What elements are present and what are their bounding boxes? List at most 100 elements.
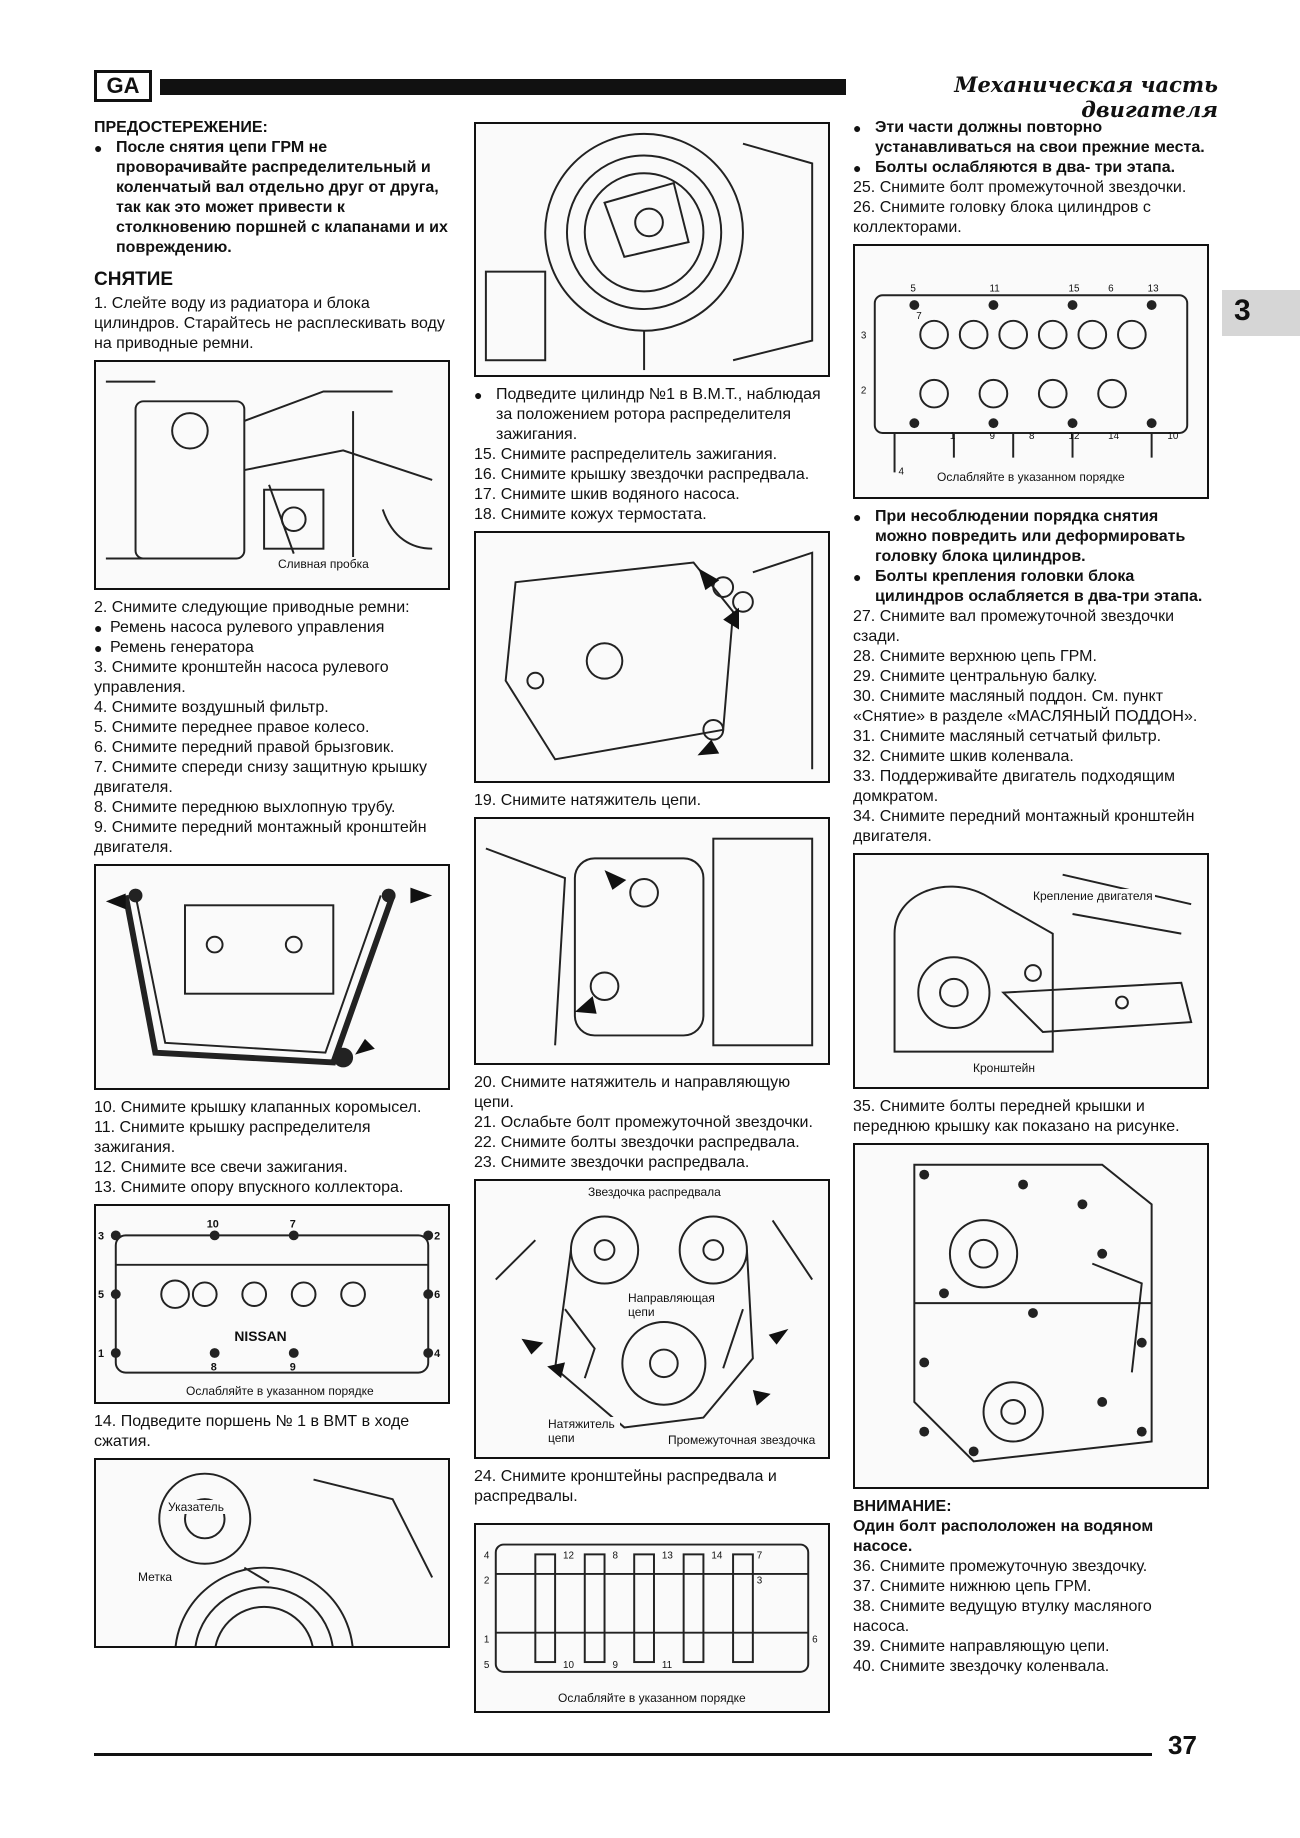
bolt-number: 10 bbox=[563, 1660, 575, 1671]
column-1: ПРЕДОСТЕРЕЖЕНИЕ: ●После снятия цепи ГРМ … bbox=[94, 118, 450, 1656]
column-3: ● Эти части должны повторно устанавливать… bbox=[853, 118, 1209, 1677]
bolt-number: 8 bbox=[612, 1550, 618, 1561]
bolt-number: 1 bbox=[950, 431, 955, 442]
bolt-number: 14 bbox=[1108, 431, 1120, 442]
figure-camshaft-sprockets: Звездочка распредвала Направляющая цепи … bbox=[474, 1179, 830, 1459]
figure-label: Кронштейн bbox=[971, 1061, 1037, 1075]
step-16: 16. Снимите крышку звездочки распредвала… bbox=[474, 466, 810, 483]
step-25: 25. Снимите болт промежуточной звездочки… bbox=[853, 179, 1187, 196]
step-27: 27. Снимите вал промежуточной звездочки … bbox=[853, 608, 1174, 645]
figure-front-cover bbox=[853, 1143, 1209, 1489]
bolt-number: 3 bbox=[98, 1230, 104, 1242]
bolt-number: 1 bbox=[484, 1635, 489, 1646]
figure-drawing: 4 2 1 5 12 8 13 14 10 9 11 7 3 6 bbox=[484, 1543, 818, 1673]
step-9: 9. Снимите передний монтажный кронштейн … bbox=[94, 819, 427, 856]
bolt-number: 2 bbox=[484, 1576, 489, 1587]
column-2: ● Подведите цилиндр №1 в В.М.Т., наблюдая… bbox=[474, 118, 830, 1721]
bolt-number: 6 bbox=[1108, 283, 1114, 294]
figure-label: Крепление двигателя bbox=[1031, 889, 1155, 903]
bolt-number: 6 bbox=[812, 1635, 818, 1646]
bullet-dot: ● bbox=[853, 509, 862, 525]
step-15: 15. Снимите распределитель зажигания. bbox=[474, 446, 778, 463]
step-22: 22. Снимите болты звездочки распредвала. bbox=[474, 1134, 800, 1151]
bolt-number: 13 bbox=[662, 1550, 674, 1561]
figure-drawing bbox=[913, 1163, 1153, 1463]
bullet-text: Подведите цилиндр №1 в В.М.Т., наблюдая … bbox=[496, 386, 821, 443]
step-8: 8. Снимите переднюю выхлопную трубу. bbox=[94, 799, 396, 816]
bullet-dot: ● bbox=[94, 640, 103, 656]
figure-drawing bbox=[105, 887, 433, 1068]
bolt-number: 9 bbox=[989, 431, 995, 442]
step-32: 32. Снимите шкив коленвала. bbox=[853, 748, 1074, 765]
step-14: 14. Подведите поршень № 1 в ВМТ в ходе с… bbox=[94, 1413, 410, 1450]
bolt-number: 4 bbox=[434, 1348, 440, 1360]
section-title: СНЯТИЕ bbox=[94, 269, 174, 290]
bullet-dot: ● bbox=[94, 140, 103, 156]
chapter-number: 3 bbox=[1234, 294, 1251, 327]
step-12: 12. Снимите все свечи зажигания. bbox=[94, 1159, 348, 1176]
step-2-bullet: ●Ремень генератора bbox=[94, 638, 450, 658]
figure-drawing bbox=[495, 1215, 814, 1429]
bolt-number: 12 bbox=[563, 1550, 574, 1561]
step-30: 30. Снимите масляный поддон. См. пункт «… bbox=[853, 688, 1198, 725]
step-31: 31. Снимите масляный сетчатый фильтр. bbox=[853, 728, 1162, 745]
bolt-number: 11 bbox=[662, 1660, 672, 1671]
step-40: 40. Снимите звездочку коленвала. bbox=[853, 1658, 1110, 1675]
step-6: 6. Снимите передний правой брызговик. bbox=[94, 739, 395, 756]
step-2: 2. Снимите следующие приводные ремни: bbox=[94, 599, 410, 616]
step-36: 36. Снимите промежуточную звездочку. bbox=[853, 1558, 1148, 1575]
bullet-dot: ● bbox=[474, 387, 483, 403]
bullet-text: Болты ослабляются в два- три этапа. bbox=[875, 159, 1176, 176]
attention-title: ВНИМАНИЕ: bbox=[853, 1498, 952, 1515]
bolt-number: 4 bbox=[484, 1550, 490, 1561]
step-1: 1. Слейте воду из радиатора и блока цили… bbox=[94, 295, 445, 352]
figure-distributor bbox=[474, 122, 830, 377]
warning-text: После снятия цепи ГРМ не проворачивайте … bbox=[116, 139, 448, 256]
chapter-tab: 3 bbox=[1222, 290, 1300, 336]
step-2-bullet: ●Ремень насоса рулевого управления bbox=[94, 618, 450, 638]
figure-crank-pulley: Указатель Метка bbox=[94, 1458, 450, 1648]
figure-caption: Ослабляйте в указанном порядке bbox=[935, 470, 1127, 484]
bolt-number: 7 bbox=[290, 1219, 296, 1231]
figure-mount-bracket bbox=[94, 864, 450, 1090]
figure-label: Промежуточная звездочка bbox=[666, 1433, 818, 1447]
step-18: 18. Снимите кожух термостата. bbox=[474, 506, 707, 523]
step-10: 10. Снимите крышку клапанных коромысел. bbox=[94, 1099, 422, 1116]
bolt-number: 7 bbox=[757, 1550, 762, 1561]
step-21: 21. Ослабьте болт промежуточной звездочк… bbox=[474, 1114, 813, 1131]
step-34: 34. Снимите передний монтажный кронштейн… bbox=[853, 808, 1195, 845]
bolt-number: 15 bbox=[1069, 283, 1081, 294]
bullet-cylinder-1: ● Подведите цилиндр №1 в В.М.Т., наблюдая… bbox=[474, 385, 830, 445]
step-11: 11. Снимите крышку распределителя зажига… bbox=[94, 1119, 371, 1156]
bolt-number: 5 bbox=[910, 283, 916, 294]
bullet-stages: ●Болты ослабляются в два- три этапа. bbox=[853, 158, 1209, 178]
figure-drawing: 2 3 4 5 7 11 12 14 15 8 9 1 13 10 6 bbox=[861, 283, 1189, 477]
figure-caption: Сливная пробка bbox=[276, 557, 371, 571]
bullet-dot: ● bbox=[853, 120, 862, 136]
bullet-dot: ● bbox=[853, 569, 862, 585]
bullet-same-places: ● Эти части должны повторно устанавливать… bbox=[853, 118, 1209, 158]
bullet-text: Эти части должны повторно устанавливатьс… bbox=[875, 119, 1205, 156]
engine-logo: NISSAN bbox=[234, 1329, 286, 1344]
step-29: 29. Снимите центральную балку. bbox=[853, 668, 1098, 685]
bullet-text: При несоблюдении порядка снятия можно по… bbox=[875, 508, 1186, 565]
bullet-head-bolts: ● Болты крепления головки блока цилиндров… bbox=[853, 567, 1209, 607]
bolt-number: 8 bbox=[211, 1362, 217, 1374]
bolt-number: 10 bbox=[207, 1219, 219, 1231]
page-number: 37 bbox=[1168, 1730, 1197, 1760]
warning-bullet: ● После снятия цепи ГРМ не проворачивайте… bbox=[94, 138, 450, 258]
bolt-number: 2 bbox=[434, 1230, 440, 1242]
step-3: 3. Снимите кронштейн насоса рулевого упр… bbox=[94, 659, 389, 696]
figure-label: Направляющая цепи bbox=[626, 1291, 715, 1319]
bolt-number: 10 bbox=[1167, 431, 1179, 442]
bolt-number: 4 bbox=[899, 466, 905, 477]
bullet-text: Болты крепления головки блока цилиндров … bbox=[875, 568, 1203, 605]
bolt-number: 13 bbox=[1148, 283, 1160, 294]
bolt-number: 5 bbox=[484, 1660, 490, 1671]
header-bar bbox=[160, 79, 846, 95]
step-35: 35. Снимите болты передней крышки и пере… bbox=[853, 1098, 1180, 1135]
figure-drain-plug: Сливная пробка bbox=[94, 360, 450, 590]
figure-label: Метка bbox=[136, 1570, 175, 1584]
page-title: Механическая часть двигателя bbox=[954, 72, 1218, 122]
figure-label: Натяжитель цепи bbox=[546, 1417, 620, 1445]
